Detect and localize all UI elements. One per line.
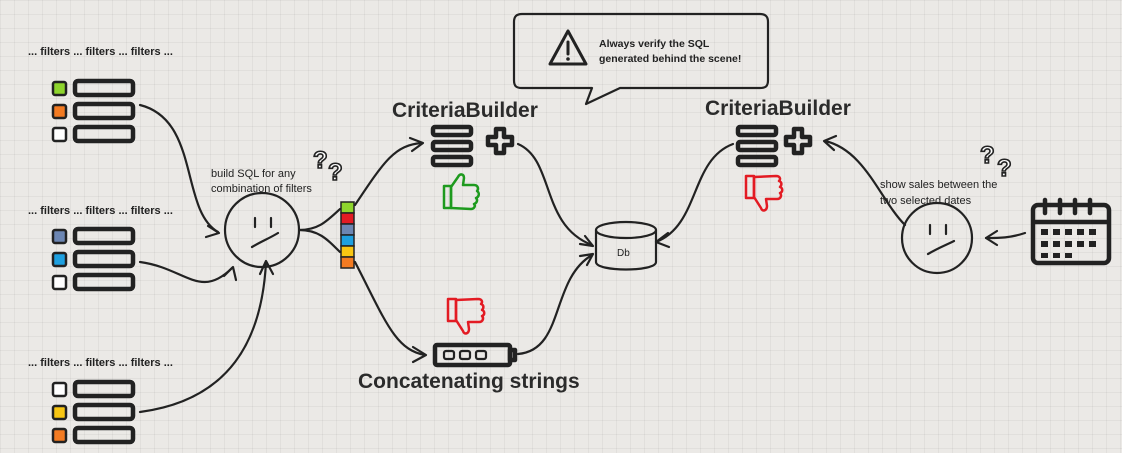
filter-checkbox — [51, 427, 68, 444]
filter-bar — [72, 124, 136, 144]
filter-group-3 — [51, 379, 136, 445]
filters-caption-3: ... filters ... filters ... filters ... — [28, 357, 173, 369]
thumbs-down-right-icon — [744, 174, 784, 212]
filter-checkbox — [51, 80, 68, 97]
filter-group-1 — [51, 78, 136, 144]
filter-bar — [72, 379, 136, 399]
filter-bar — [72, 425, 136, 445]
warning-icon — [548, 29, 588, 66]
filter-bar — [72, 78, 136, 98]
right-face-arrow — [822, 134, 907, 227]
filter-color-stack — [340, 201, 355, 269]
database-icon — [594, 220, 658, 271]
arrow — [138, 260, 234, 284]
svg-text:?: ? — [980, 142, 995, 169]
filter-checkbox — [51, 381, 68, 398]
to-db-arrows — [516, 142, 735, 356]
warning-text-line1: Always verify the SQL — [599, 38, 710, 50]
question-marks-right-icon: ? ? — [979, 141, 1012, 183]
warning-text-line2: generated behind the scene! — [599, 53, 742, 65]
filters-caption-1: ... filters ... filters ... filters ... — [28, 46, 173, 58]
filters-caption-2: ... filters ... filters ... filters ... — [28, 205, 173, 217]
arrowhead — [222, 265, 238, 282]
branch-arrows — [353, 136, 428, 364]
filter-bar — [72, 249, 136, 269]
svg-text:?: ? — [328, 159, 343, 186]
filter-arrows — [138, 103, 275, 414]
filter-checkbox — [51, 126, 68, 143]
right-thought-text: show sales between the two selected date… — [880, 179, 998, 207]
criteria-builder-right-title: CriteriaBuilder — [705, 97, 851, 120]
filter-bar — [72, 272, 136, 292]
calendar-arrow — [984, 229, 1027, 247]
criteria-builder-left-icon — [430, 124, 515, 168]
question-marks-left-icon: ? ? — [312, 146, 343, 187]
thumbs-down-concat-icon — [446, 297, 486, 335]
filter-bar — [72, 226, 136, 246]
arrowhead — [258, 259, 275, 276]
filter-bar — [72, 402, 136, 422]
string-concat-icon — [432, 342, 518, 368]
confused-face-right — [900, 201, 974, 275]
thumbs-up-icon — [442, 173, 481, 211]
warning-speech-bubble — [512, 12, 770, 106]
arrow — [138, 103, 220, 234]
filter-checkbox — [51, 274, 68, 291]
criteria-builder-left-title: CriteriaBuilder — [392, 99, 538, 122]
filter-checkbox — [51, 404, 68, 421]
filter-checkbox — [51, 251, 68, 268]
left-thought-text: build SQL for any combination of filters — [211, 168, 312, 195]
concat-title: Concatenating strings — [358, 370, 580, 393]
svg-text:?: ? — [997, 155, 1012, 182]
calendar-icon — [1030, 197, 1112, 266]
arrow — [138, 260, 268, 414]
filter-group-2 — [51, 226, 136, 292]
filter-checkbox — [51, 103, 68, 120]
confused-face-left — [223, 191, 301, 269]
arrowhead — [204, 224, 221, 239]
svg-text:?: ? — [313, 147, 328, 174]
face-to-stack-lines — [297, 207, 342, 254]
filter-checkbox — [51, 228, 68, 245]
db-label: Db — [617, 248, 630, 259]
filter-bar — [72, 101, 136, 121]
criteria-builder-right-icon — [735, 124, 813, 168]
